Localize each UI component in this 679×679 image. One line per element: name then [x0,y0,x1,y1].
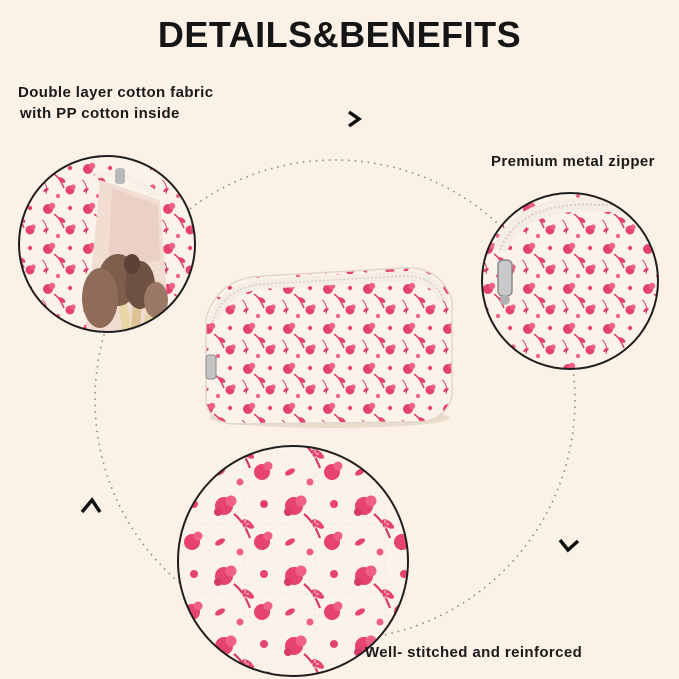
stitching-detail-image [177,445,409,677]
chevron-right-icon [347,110,363,128]
makeup-brushes [82,254,168,332]
fabric-caption: Double layer cotton fabric with PP cotto… [18,82,213,124]
pouch-product-image [205,267,453,428]
fabric-detail-image [18,155,196,333]
fabric-caption-line-1: Double layer cotton fabric [18,84,214,101]
fabric-caption-line-2: with PP cotton inside [20,105,180,122]
dotted-circle-path [94,159,576,641]
chevron-up-icon [80,497,102,514]
zipper-pull [497,259,513,305]
page-title: DETAILS&BENEFITS [157,14,522,55]
zipper-detail-image [481,192,659,370]
chevron-down-icon [558,538,580,553]
stitching-caption: Well- stitched and reinforced [365,644,583,661]
zipper-caption: Premium metal zipper [491,153,655,170]
